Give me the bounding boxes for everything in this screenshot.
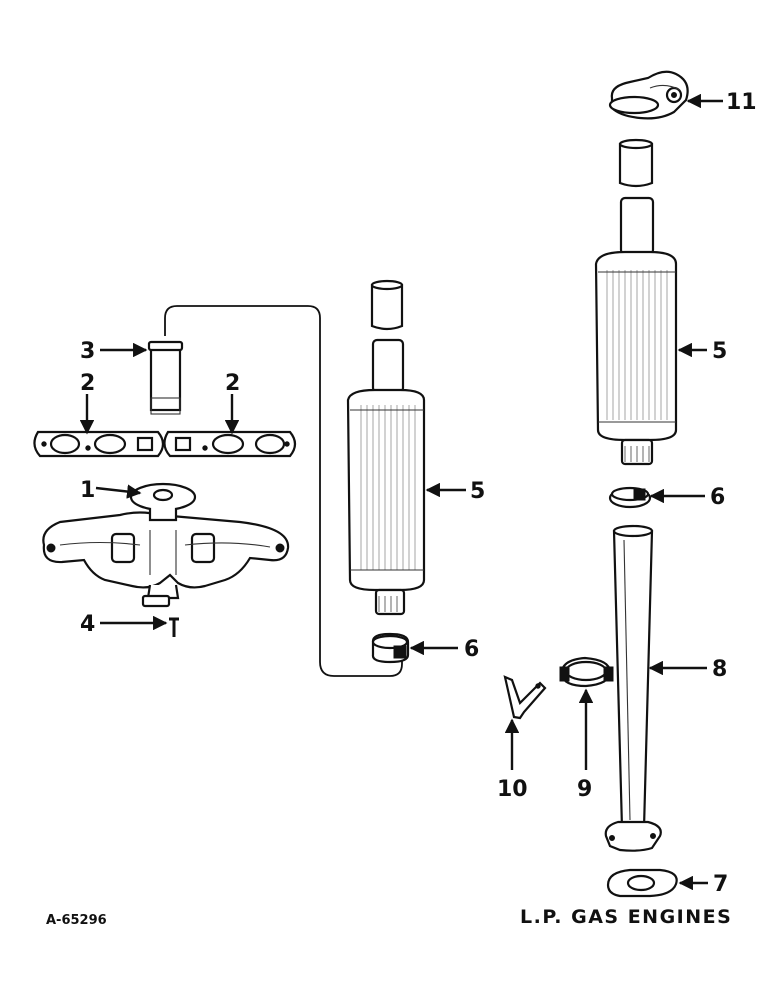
callout-5a: 5 xyxy=(470,479,485,504)
callout-5b: 5 xyxy=(712,339,727,364)
pipe-nipple-part-3 xyxy=(147,340,184,415)
rain-cap-part-11 xyxy=(608,70,689,120)
callout-1: 1 xyxy=(80,478,95,503)
callout-4: 4 xyxy=(80,612,95,637)
callout-6a: 6 xyxy=(464,637,479,662)
bracket-part-10 xyxy=(503,675,547,720)
gasket-left-part-2 xyxy=(33,430,165,458)
muffler-part-5-center xyxy=(346,338,426,616)
muffler-part-5-right xyxy=(594,196,678,466)
callout-8: 8 xyxy=(712,657,727,682)
callout-9: 9 xyxy=(577,777,592,802)
leader-1 xyxy=(95,484,142,499)
exhaust-pipe-part-8 xyxy=(604,524,662,852)
caption-lp-gas-engines: L.P. GAS ENGINES xyxy=(520,906,732,928)
clamp-part-6-center xyxy=(371,632,410,664)
callout-6b: 6 xyxy=(710,485,725,510)
pipe-clamp-part-9 xyxy=(559,656,614,688)
drawing-number: A-65296 xyxy=(46,913,107,928)
clamp-part-6-right xyxy=(608,486,652,509)
right-outlet-pipe xyxy=(618,138,654,188)
callout-3: 3 xyxy=(80,339,95,364)
callout-10: 10 xyxy=(497,777,528,802)
gasket-right-part-2 xyxy=(163,430,297,458)
callout-11: 11 xyxy=(726,90,757,115)
center-outlet-pipe xyxy=(370,279,404,331)
stud-part-4 xyxy=(169,617,179,637)
callout-7: 7 xyxy=(713,872,728,897)
assembly-route-line xyxy=(164,305,403,677)
flange-gasket-part-7 xyxy=(606,868,678,898)
callout-2a: 2 xyxy=(80,371,95,396)
callout-2b: 2 xyxy=(225,371,240,396)
exhaust-manifold-part-1 xyxy=(42,482,290,608)
